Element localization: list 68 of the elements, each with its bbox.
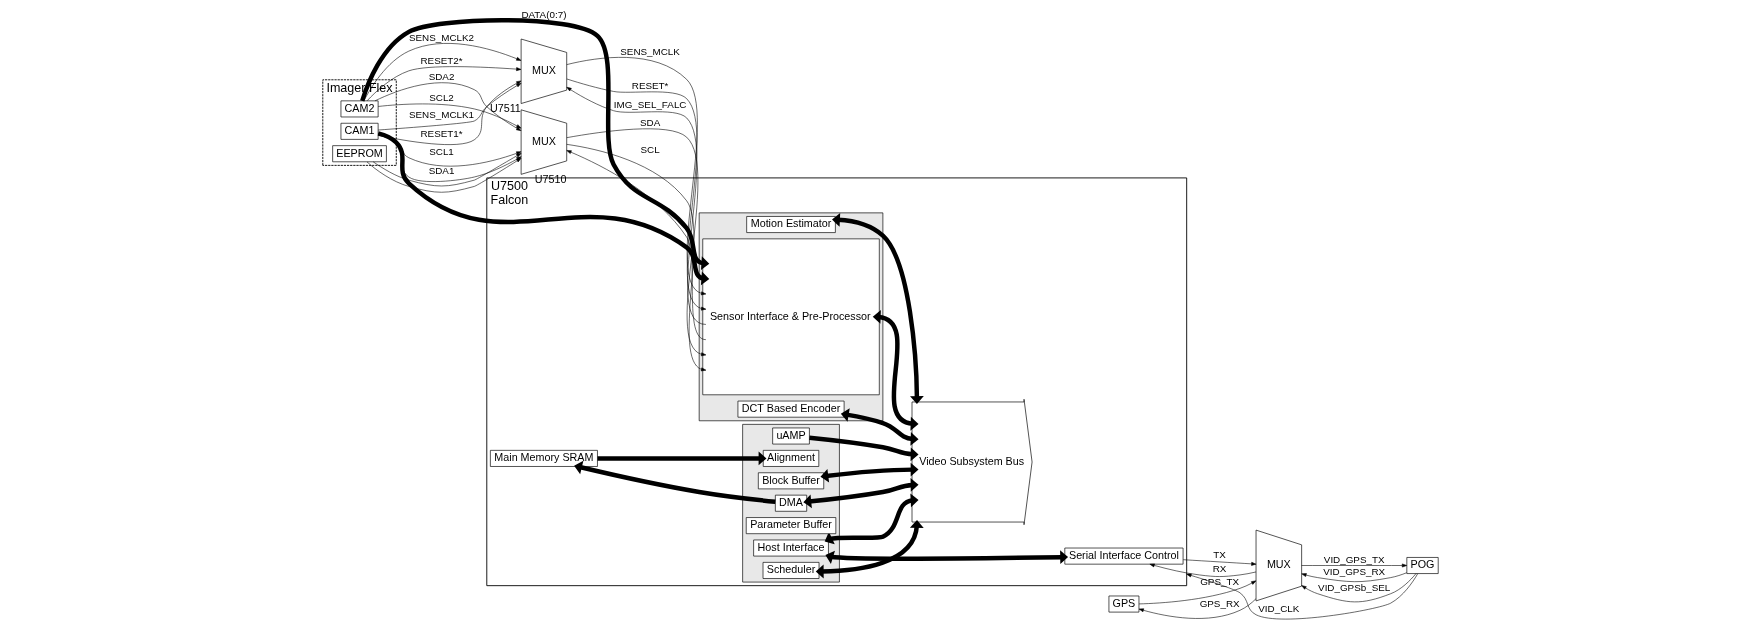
arrow	[366, 66, 521, 102]
edge-label: DATA(0:7)	[520, 8, 566, 20]
edge-label: GPS_TX	[1199, 576, 1239, 588]
edge-label: RX	[1212, 563, 1226, 575]
node-box: POG	[1406, 557, 1439, 574]
node-box: Motion Estimator	[745, 216, 836, 233]
node-box: DMA	[774, 494, 807, 512]
arrow	[363, 43, 521, 102]
arrow	[1185, 573, 1418, 620]
edge-label: TX	[1212, 548, 1226, 560]
edge-label: SDA2	[428, 71, 454, 83]
edge-label: SCL1	[428, 145, 454, 157]
node-box: MUX	[520, 38, 567, 104]
arrow	[377, 131, 709, 286]
node-box: Scheduler	[762, 562, 819, 579]
edge-label: GPS_RX	[1199, 598, 1240, 610]
node-box: Main Memory SRAM	[489, 450, 598, 467]
arrow	[573, 460, 776, 504]
node-box: MUX	[520, 109, 567, 175]
node-box: CAM1	[340, 122, 378, 140]
edge-label: VID_GPS_TX	[1323, 553, 1385, 565]
node-box: Parameter Buffer	[745, 517, 836, 535]
arrow	[1182, 559, 1256, 566]
edge-label: RESET*	[631, 79, 668, 91]
edge-label: SDA	[639, 117, 660, 129]
edge-label: SENS_MCLK	[619, 45, 680, 57]
arrow	[1300, 563, 1407, 568]
arrow	[872, 310, 919, 431]
arrow	[831, 213, 924, 404]
node-label: U7510	[534, 172, 566, 185]
arrow	[359, 18, 709, 271]
arrow	[597, 451, 766, 466]
arrow	[815, 519, 924, 579]
edge-label: SENS_MCLK2	[408, 31, 474, 43]
arrow	[377, 103, 521, 129]
node-box: Host Interface	[752, 539, 829, 557]
node-box: CAM2	[340, 100, 378, 118]
edge-label: SDA1	[428, 165, 454, 177]
node-box: Alignment	[762, 450, 819, 467]
edge-label: IMG_SEL_FALC	[613, 98, 686, 110]
node-box: uAMP	[771, 427, 810, 445]
node-box: DCT Based Encoder	[737, 400, 844, 418]
edge-label: SCL2	[428, 92, 454, 104]
arrow	[819, 462, 919, 483]
node-box: EEPROM	[331, 145, 387, 163]
edge-label: RESET1*	[419, 127, 463, 139]
arrow	[824, 550, 1068, 565]
node-box: Block Buffer	[757, 472, 824, 490]
node-box: GPS	[1108, 595, 1139, 613]
arrow	[840, 408, 919, 446]
arrow	[377, 80, 521, 145]
node-label: U7511	[489, 102, 521, 115]
edge-label: SCL	[640, 143, 660, 155]
arrow	[824, 493, 919, 545]
arrow	[802, 478, 919, 509]
edge-label: VID_CLK	[1257, 602, 1299, 614]
arrow	[1138, 598, 1256, 619]
edge-label: VID_GPSb_SEL	[1317, 581, 1390, 593]
arrow	[1138, 580, 1256, 605]
edge-label: RESET2*	[419, 54, 463, 66]
arrow	[1300, 573, 1416, 603]
node-box: Serial Interface Control	[1063, 547, 1183, 565]
arrow	[1300, 572, 1407, 582]
arrow	[1149, 563, 1256, 577]
edge-label: VID_GPS_RX	[1322, 565, 1385, 577]
node-box: MUX	[1255, 529, 1302, 602]
arrow	[565, 150, 706, 340]
edge-label: SENS_MCLK1	[408, 109, 474, 121]
